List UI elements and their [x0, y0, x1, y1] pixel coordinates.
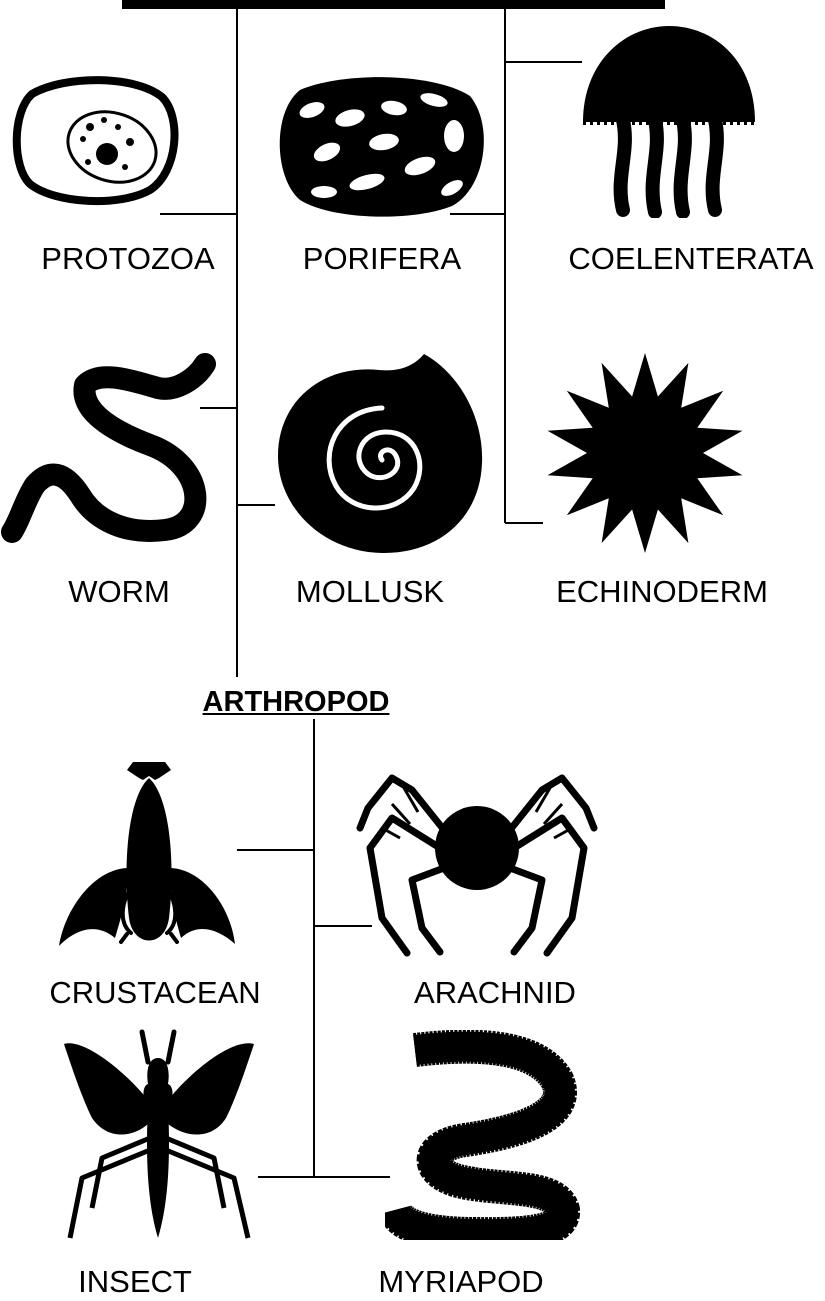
- class-label-crustacean: CRUSTACEAN: [49, 977, 260, 1008]
- phylum-label-echinoderm: ECHINODERM: [556, 576, 768, 607]
- phylum-label-coelenterata: COELENTERATA: [568, 243, 813, 274]
- subgroup-title-arthropod: ARTHROPOD: [203, 688, 390, 717]
- class-label-arachnid: ARACHNID: [414, 977, 576, 1008]
- centipede-icon: [385, 1030, 585, 1240]
- phylum-label-protozoa: PROTOZOA: [41, 243, 214, 274]
- worm-icon: [0, 350, 220, 545]
- lobster-icon: [55, 758, 237, 963]
- jellyfish-icon: [575, 22, 763, 218]
- spider-icon: [352, 768, 602, 958]
- class-label-myriapod: MYRIAPOD: [378, 1266, 543, 1297]
- phylum-label-mollusk: MOLLUSK: [296, 576, 444, 607]
- class-label-insect: INSECT: [78, 1266, 192, 1297]
- insect-icon: [62, 1028, 258, 1248]
- spiral-shell-icon: [274, 348, 490, 558]
- starburst-icon: [540, 348, 750, 558]
- phylum-label-porifera: PORIFERA: [303, 243, 461, 274]
- porifera-icon: [272, 70, 490, 218]
- protozoa-icon: [10, 72, 180, 207]
- phylum-label-worm: WORM: [68, 576, 170, 607]
